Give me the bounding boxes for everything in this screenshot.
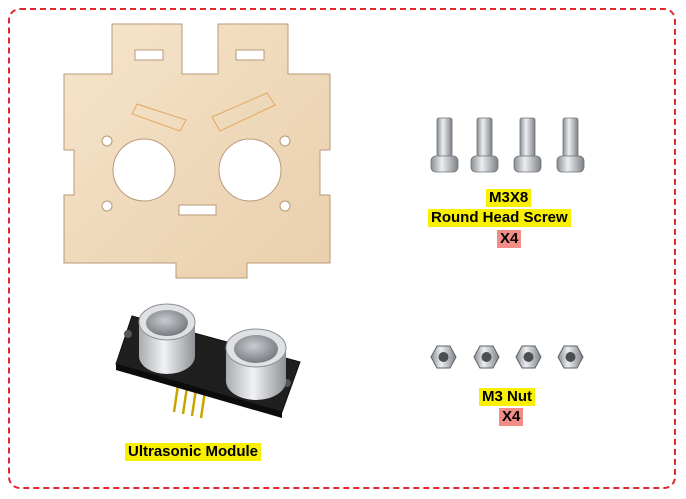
screw-icon bbox=[513, 117, 542, 173]
screw-name-label: Round Head Screw bbox=[428, 209, 571, 227]
screw-size-label: M3X8 bbox=[486, 189, 532, 207]
nut-icon bbox=[430, 345, 457, 369]
nut-icon bbox=[515, 345, 542, 369]
screw-icon bbox=[556, 117, 585, 173]
nut-icon bbox=[473, 345, 500, 369]
sensor-name-label: Ultrasonic Module bbox=[125, 443, 262, 461]
nut-name-label: M3 Nut bbox=[479, 388, 535, 406]
parts-frame bbox=[8, 8, 676, 489]
screw-icon bbox=[470, 117, 499, 173]
screw-quantity-label: X4 bbox=[497, 230, 522, 248]
nut-quantity-label: X4 bbox=[499, 408, 524, 426]
nut-icon bbox=[557, 345, 584, 369]
screw-icon bbox=[430, 117, 459, 173]
